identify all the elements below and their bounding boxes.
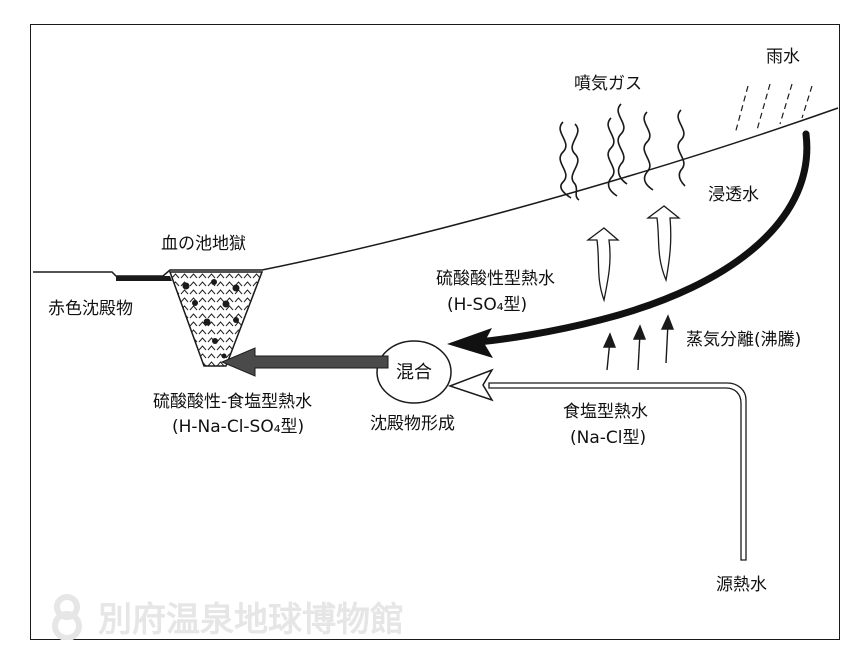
steam-separation-arrows xyxy=(602,314,675,371)
label-acid-sulfate-type: (H-SO₄型) xyxy=(447,295,528,315)
red-sediment-layer xyxy=(116,276,172,281)
ground-surface-line xyxy=(33,107,839,277)
label-acid-sulfate-water: 硫酸酸性型熱水 xyxy=(436,269,555,289)
label-chinoike-jigoku: 血の池地獄 xyxy=(161,234,246,254)
watermark-text: 別府温泉地球博物館 xyxy=(98,600,404,640)
mixing-bubble xyxy=(376,340,452,404)
pond-sediment-particles xyxy=(182,279,240,359)
infiltration-flow-path xyxy=(474,130,811,346)
rain-streaks xyxy=(734,83,813,135)
rising-steam-arrows xyxy=(586,205,681,303)
label-chloride-water: 食塩型熱水 xyxy=(563,402,648,422)
label-fumarole-gas: 噴気ガス xyxy=(574,74,642,94)
diagram-frame xyxy=(30,24,840,640)
chloride-water-arrowhead xyxy=(447,368,494,402)
label-precipitate-formation: 沈殿物形成 xyxy=(370,414,455,434)
label-rainwater: 雨水 xyxy=(766,47,800,67)
label-chloride-type: (Na-Cl型) xyxy=(570,428,647,448)
source-water-pipe xyxy=(488,382,747,561)
infiltration-arrowhead xyxy=(447,328,493,358)
label-steam-separation: 蒸気分離(沸騰) xyxy=(686,330,802,350)
label-infiltration-water: 浸透水 xyxy=(708,185,759,205)
pond-basin xyxy=(168,271,264,367)
label-mixing: 混合 xyxy=(396,362,432,383)
label-mixed-water: 硫酸酸性-食塩型熱水 xyxy=(153,392,313,412)
museum-watermark: 別府温泉地球博物館 xyxy=(44,592,404,641)
label-red-sediment: 赤色沈殿物 xyxy=(48,299,133,319)
fumarole-gas-wisps xyxy=(559,103,686,201)
label-mixed-water-type: (H-Na-Cl-SO₄型) xyxy=(172,417,305,437)
mixed-water-flow-arrow xyxy=(220,347,389,377)
museum-logo-icon xyxy=(52,593,82,640)
label-source-hot-water: 源熱水 xyxy=(716,575,767,595)
